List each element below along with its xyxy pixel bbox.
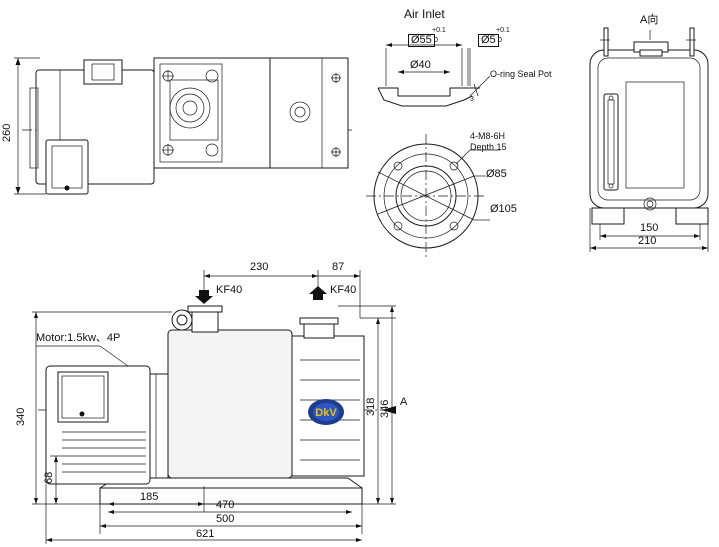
top-view — [14, 57, 352, 195]
dim-470: 470 — [216, 499, 235, 511]
dim-230: 230 — [250, 261, 269, 273]
flange-inner-dim: Ø5 — [481, 34, 496, 46]
flange-outer-tolerance: Ø55 — [408, 34, 435, 47]
dim-185: 185 — [140, 491, 159, 503]
svg-text:DkV: DkV — [315, 407, 337, 419]
dim-340: 340 — [15, 407, 27, 426]
dim-621: 621 — [196, 528, 215, 540]
flange-inner-plus: +0.1 — [496, 27, 510, 34]
end-width-inner: 150 — [640, 222, 659, 234]
front-view — [32, 270, 396, 544]
dkv-logo: DkV — [308, 399, 344, 425]
oring-label: O-ring Seal Pot — [490, 69, 552, 79]
end-width-outer: 210 — [638, 235, 657, 247]
dim-318: 318 — [365, 397, 377, 416]
flange-outer-dim: Ø55 — [411, 34, 432, 46]
dim-500: 500 — [216, 513, 235, 525]
bore-dim: Ø40 — [410, 59, 431, 71]
end-view-label: A向 — [640, 14, 659, 26]
pcd-dim: Ø85 — [486, 168, 507, 180]
flange-inner-minus: 0 — [498, 37, 502, 44]
flange-outer-plus: +0.1 — [432, 27, 446, 34]
top-height-dim: 260 — [1, 123, 13, 142]
motor-label: Motor:1.5kw、4P — [36, 332, 121, 344]
outlet-label: KF40 — [330, 284, 357, 296]
dim-68: 68 — [43, 471, 55, 484]
oring-depth: 3 — [470, 96, 474, 103]
end-view — [589, 27, 709, 252]
thread-spec: 4-M8-6H — [470, 131, 506, 141]
view-marker: A — [400, 396, 408, 408]
air-inlet-title: Air Inlet — [404, 7, 445, 21]
flange-inner-tolerance: Ø5 — [478, 34, 499, 47]
flange-outer-minus: 0 — [434, 37, 438, 44]
dim-346: 346 — [379, 399, 391, 418]
inlet-label: KF40 — [216, 284, 243, 296]
dim-87: 87 — [332, 261, 345, 273]
outer-dim: Ø105 — [490, 203, 517, 215]
air-inlet-detail — [377, 43, 491, 107]
flange-view — [366, 134, 500, 258]
thread-depth: Depth 15 — [470, 142, 507, 152]
